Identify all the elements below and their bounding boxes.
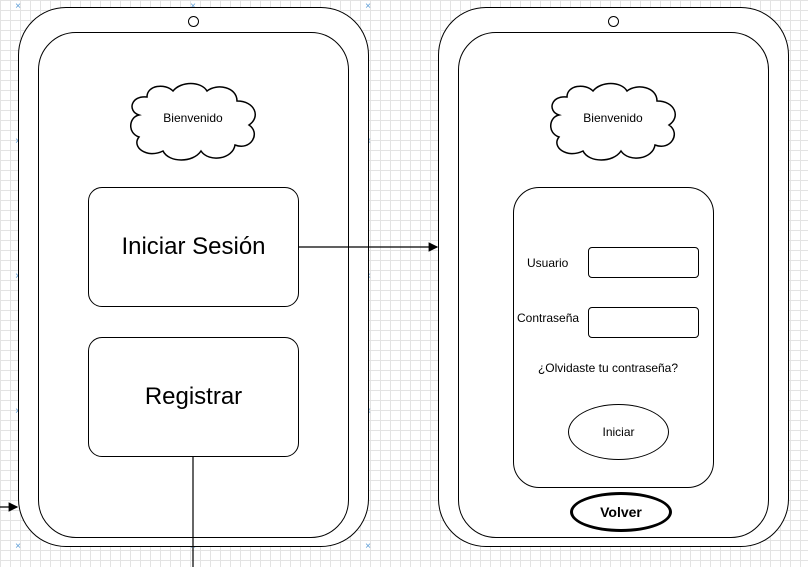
login-button[interactable]: Iniciar Sesión [88, 187, 299, 307]
password-label: Contraseña [517, 311, 580, 325]
username-field[interactable] [588, 247, 699, 278]
selection-handle-icon[interactable]: × [365, 1, 371, 12]
back-button[interactable]: Volver [570, 492, 672, 532]
selection-handle-icon[interactable]: × [188, 2, 198, 12]
welcome-text: Bienvenido [583, 111, 643, 125]
submit-login-button[interactable]: Iniciar [568, 404, 669, 460]
register-button[interactable]: Registrar [88, 337, 299, 457]
welcome-text: Bienvenido [163, 111, 223, 125]
camera-icon [608, 16, 619, 27]
register-button-label: Registrar [144, 383, 243, 410]
password-field[interactable] [588, 307, 699, 338]
selection-handle-icon[interactable]: × [15, 1, 21, 12]
cloud-icon [130, 82, 256, 161]
selection-handle-icon[interactable]: × [365, 541, 371, 552]
camera-icon [188, 16, 199, 27]
login-button-label: Iniciar Sesión [121, 233, 266, 260]
cloud-icon [550, 82, 676, 161]
username-label: Usuario [527, 256, 569, 270]
submit-login-label: Iniciar [602, 425, 635, 439]
forgot-password-link[interactable]: ¿Olvidaste tu contraseña? [537, 361, 679, 375]
back-button-label: Volver [600, 504, 642, 520]
selection-handle-icon[interactable]: × [15, 541, 21, 552]
